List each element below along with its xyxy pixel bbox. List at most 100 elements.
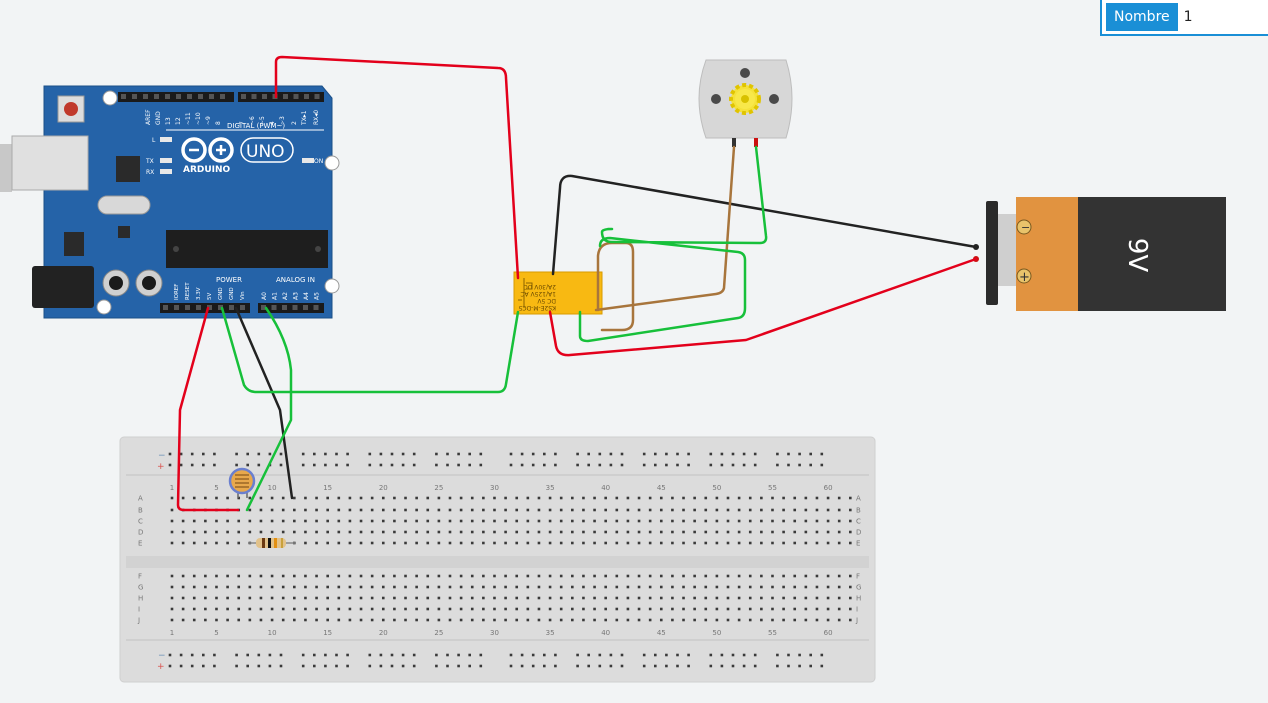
row-label: H — [856, 595, 861, 603]
row-label: C — [138, 518, 143, 526]
row-label: G — [138, 584, 143, 592]
wire-battery-positive-to-relay — [548, 257, 978, 357]
battery-9v[interactable]: − + 9V — [973, 197, 1226, 311]
digital-pin-label: 8 — [215, 121, 222, 125]
wires[interactable] — [176, 55, 978, 512]
digital-pin-label: ~3 — [279, 116, 286, 125]
reset-button[interactable] — [64, 102, 78, 116]
analog-pin-label: A0 — [261, 292, 268, 300]
component-name-field: Nombre — [1100, 0, 1268, 36]
mount-hole — [102, 90, 118, 106]
row-label: G — [856, 584, 861, 592]
digital-pin-label: 7 — [239, 121, 246, 125]
analog-pin-label: A1 — [272, 292, 279, 300]
analog-header-label: ANALOG IN — [276, 276, 315, 284]
digital-pin-label: ~5 — [259, 116, 266, 125]
column-label: 25 — [434, 484, 443, 492]
analog-pin-label: A5 — [314, 292, 321, 300]
column-label: 35 — [546, 629, 555, 637]
column-label: 35 — [546, 484, 555, 492]
rail-minus-label: − — [158, 451, 166, 461]
motor-terminal-negative[interactable] — [732, 138, 736, 147]
column-label: 15 — [323, 484, 332, 492]
name-label: Nombre — [1106, 3, 1178, 31]
name-input[interactable] — [1177, 2, 1268, 32]
row-label: C — [856, 518, 861, 526]
uno-badge — [240, 137, 294, 163]
digital-pin-label: 12 — [175, 117, 182, 125]
resistor[interactable] — [248, 538, 296, 548]
on-label: ON — [314, 158, 323, 165]
analog-pin-label: A2 — [282, 292, 289, 300]
column-label: 45 — [657, 629, 666, 637]
column-label: 30 — [490, 484, 499, 492]
column-label: 60 — [824, 484, 833, 492]
relay-spec-2: 1A/125V AC — [520, 290, 556, 297]
digital-header-right — [238, 92, 324, 102]
power-jack — [32, 266, 94, 308]
row-label: F — [138, 573, 142, 581]
wire-motor-positive-to-relay — [578, 145, 768, 343]
motor-terminal-positive[interactable] — [754, 138, 758, 147]
row-label: D — [856, 529, 861, 537]
column-label: 45 — [657, 484, 666, 492]
relay[interactable]: KS2E-M-DC5 DC 5V 1A/125V AC 2A/30V DC — [513, 271, 603, 315]
row-label: J — [137, 617, 140, 625]
mount-hole — [96, 299, 112, 315]
power-pin-label: IOREF — [174, 284, 180, 300]
analog-header — [258, 303, 324, 313]
column-label: 1 — [170, 629, 174, 637]
row-label: I — [856, 606, 858, 614]
digital-pin-label: ~9 — [205, 116, 212, 125]
row-label: A — [138, 495, 143, 503]
wire-pin4-to-relay — [274, 55, 520, 280]
rail-minus-label-bottom: − — [158, 651, 166, 661]
row-label: J — [855, 617, 858, 625]
usb-connector — [11, 135, 89, 191]
rail-plus-label-bottom: + — [157, 662, 165, 672]
dc-motor[interactable] — [698, 59, 793, 147]
row-label: D — [138, 529, 143, 537]
usb-chip — [116, 156, 140, 182]
motor-gear-icon — [729, 83, 761, 115]
column-label: 1 — [170, 484, 174, 492]
mount-hole — [324, 278, 340, 294]
breadboard[interactable]: 1155101015152020252530303535404045455050… — [119, 436, 876, 683]
led-label-tx: TX — [145, 158, 154, 165]
row-label: E — [138, 540, 142, 548]
analog-pin-label: A3 — [293, 292, 300, 300]
row-label: E — [856, 540, 860, 548]
small-chip — [118, 226, 130, 238]
photoresistor[interactable] — [228, 467, 256, 498]
digital-pin-label: ~6 — [249, 116, 256, 125]
relay-spec-1: DC 5V — [536, 297, 556, 304]
wire-gnd-to-breadboard — [234, 306, 294, 500]
column-label: 60 — [824, 629, 833, 637]
breadboard-holes[interactable] — [168, 452, 852, 668]
column-label: 50 — [712, 629, 721, 637]
battery-minus-label: − — [1021, 221, 1030, 234]
crystal — [97, 195, 151, 215]
column-label: 55 — [768, 629, 777, 637]
digital-pin-label: AREF — [145, 109, 152, 125]
digital-pin-label: GND — [155, 111, 162, 125]
column-label: 5 — [214, 629, 218, 637]
model-label: UNO — [246, 142, 285, 162]
column-label: 10 — [268, 629, 277, 637]
row-label: A — [856, 495, 861, 503]
atmega-chip — [166, 230, 328, 268]
column-label: 55 — [768, 484, 777, 492]
led-on — [302, 158, 314, 163]
power-header — [160, 303, 250, 313]
digital-pin-label: 13 — [165, 117, 172, 125]
battery-plus-label: + — [1019, 270, 1030, 285]
digital-pin-label: 2 — [291, 121, 298, 125]
relay-symbol-icon — [518, 278, 533, 308]
column-label: 20 — [379, 629, 388, 637]
wire-battery-negative-to-relay — [551, 174, 978, 276]
